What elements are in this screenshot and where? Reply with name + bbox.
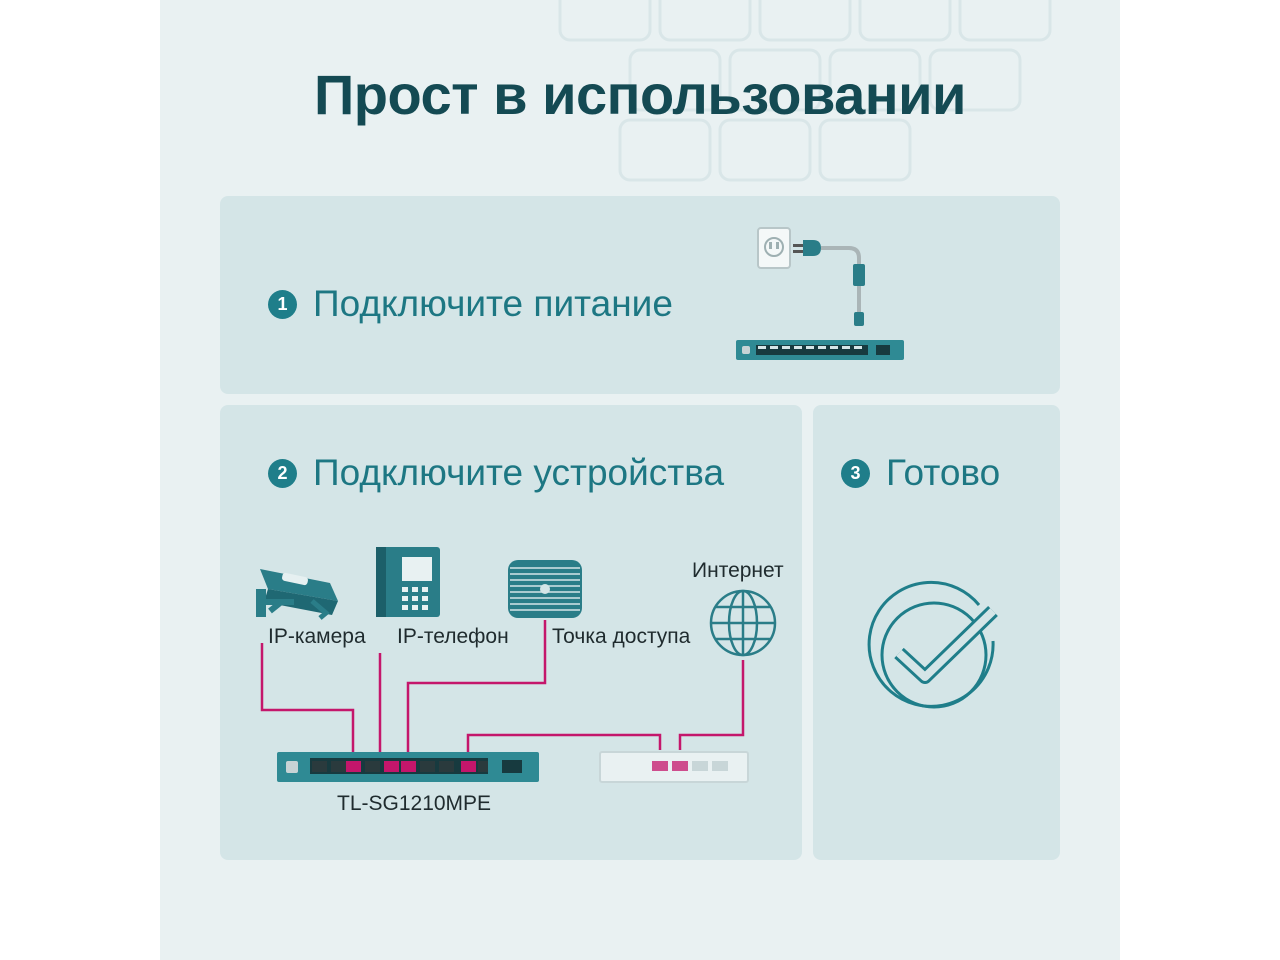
globe-icon (709, 589, 777, 657)
switch-ports (312, 761, 488, 772)
step-1: 1 Подключите питание (268, 283, 673, 325)
step-3-panel: 3 Готово (813, 405, 1060, 860)
internet-label: Интернет (692, 559, 784, 582)
infographic-canvas: Прост в использовании 1 Подключите питан… (160, 0, 1120, 960)
switch-model-label: TL-SG1210MPE (337, 792, 492, 815)
step-3-text: Готово (886, 452, 1001, 493)
power-outlet-icon (757, 227, 791, 269)
power-connection-illustration (736, 227, 904, 360)
step-2-number: 2 (268, 458, 297, 488)
step-2: 2 Подключите устройства (268, 452, 724, 494)
checkmark-icon (867, 580, 998, 709)
main-switch-icon (277, 752, 539, 782)
step-2-panel: 2 Подключите устройства (220, 405, 802, 860)
network-cables (260, 620, 745, 755)
ip-phone-label: IP-телефон (397, 625, 509, 648)
power-plug-icon (793, 240, 865, 326)
devices-diagram (256, 547, 777, 783)
step-3: 3 Готово (841, 452, 1000, 494)
access-point-label: Точка доступа (552, 625, 691, 648)
page-title: Прост в использовании (314, 63, 966, 126)
access-point-icon (508, 560, 582, 618)
step-1-number: 1 (268, 289, 297, 319)
ip-camera-icon (256, 569, 338, 620)
step-1-panel: 1 Подключите питание (220, 196, 1060, 394)
switch-small-icon (736, 340, 904, 360)
ip-phone-icon (376, 547, 440, 617)
background-keyboard-decoration (558, 0, 1052, 182)
step-1-text: Подключите питание (313, 283, 673, 324)
step-3-number: 3 (841, 458, 870, 488)
step-2-text: Подключите устройства (313, 452, 725, 493)
router-icon (599, 751, 749, 783)
ip-camera-label: IP-камера (268, 625, 366, 648)
